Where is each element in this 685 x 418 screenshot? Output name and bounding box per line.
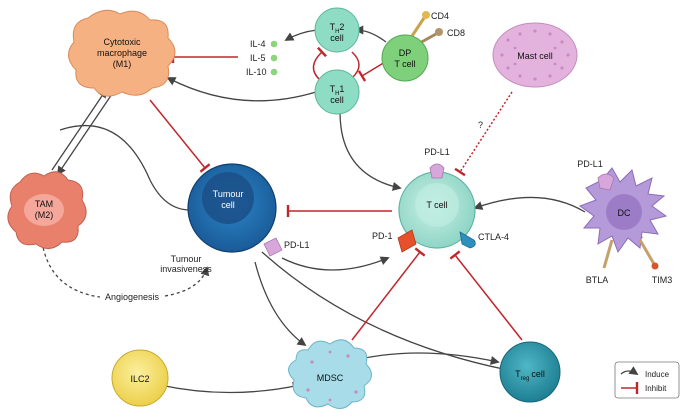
- arrow-mdsc-to-treg: [354, 352, 500, 365]
- ctla4-receptor: [459, 231, 476, 249]
- mast-cell: Mast cell: [492, 22, 578, 88]
- mdsc-cell: MDSC: [288, 339, 372, 409]
- arrow-dc-to-tcell: [473, 196, 586, 213]
- induce-arrows: [41, 25, 586, 394]
- legend-induce-label: Induce: [645, 370, 670, 379]
- angiogenesis-label: Angiogenesis: [105, 292, 160, 302]
- tim3-receptor: [638, 239, 656, 265]
- arrow-ilc2-to-mdsc: [159, 382, 302, 394]
- macrophage-label-2: macrophage: [97, 48, 147, 58]
- svg-text:TH1: TH1: [330, 84, 345, 97]
- th2-h: H: [335, 29, 339, 35]
- question-mark: ?: [478, 120, 483, 130]
- arrow-tumour-to-treg: [261, 251, 510, 374]
- il4-label: IL-4: [250, 39, 266, 49]
- dp-label-1: DP: [399, 48, 412, 58]
- il4-dot: [270, 40, 278, 48]
- tumour-pdl1-label: PD-L1: [284, 240, 310, 250]
- th2-cell: TH2 cell: [314, 7, 360, 53]
- dp-label-2: T cell: [394, 59, 415, 69]
- macrophage-label-1: Cytotoxic: [103, 37, 141, 47]
- tam-label-1: TAM: [35, 199, 53, 209]
- inhibit-th2-th1-right: [347, 51, 360, 84]
- legend-induce-symbol: [620, 366, 639, 376]
- arrow-tam-to-macrophage-a: [51, 88, 108, 171]
- invasiveness-label-1: Tumour: [171, 254, 202, 264]
- arrow-tumour-to-pd1: [281, 256, 390, 271]
- th1-h: H: [335, 91, 339, 97]
- tam-label-2: (M2): [35, 210, 54, 220]
- inhibit-th1-th2-left: [312, 46, 327, 81]
- arrow-dp-to-th2: [354, 25, 387, 43]
- arrow-angiogenesis-to-invasiveness: [164, 266, 210, 297]
- th1-1: 1: [339, 84, 344, 94]
- arrow-th1-to-tcell: [339, 111, 402, 191]
- arrow-macrophage-to-tam-b: [56, 93, 113, 176]
- t-cell: T cell: [397, 163, 476, 253]
- arrow-th2-to-cytokines: [284, 29, 318, 41]
- cytokine-list: IL-4 IL-5 IL-10: [246, 39, 278, 77]
- il10-label: IL-10: [246, 67, 267, 77]
- arrow-tam-to-angiogenesis: [41, 241, 101, 298]
- tam-cell: TAM (M2): [7, 171, 87, 249]
- btla-receptor: [602, 239, 614, 269]
- invasiveness-label-2: invasiveness: [160, 264, 212, 274]
- svg-text:TH2: TH2: [330, 22, 345, 35]
- cytotoxic-macrophage: Cytotoxic macrophage (M1): [68, 9, 176, 97]
- il5-label: IL-5: [250, 53, 266, 63]
- inhibit-mdsc-tcell: [351, 247, 426, 341]
- th1-cell-word: cell: [330, 95, 344, 105]
- legend: Induce Inhibit: [614, 361, 680, 399]
- dc-cell: DC: [578, 167, 668, 270]
- cd4-label: CD4: [431, 11, 449, 21]
- dc-label: DC: [618, 208, 631, 218]
- tcell-label: T cell: [426, 200, 447, 210]
- arrow-tumour-to-mdsc: [254, 261, 307, 347]
- pd1-receptor: [397, 229, 417, 253]
- arrow-th1-to-macrophage: [166, 77, 317, 102]
- treg-sub: reg: [521, 376, 530, 382]
- pd1-label: PD-1: [372, 231, 393, 241]
- th2-cell-word: cell: [330, 33, 344, 43]
- tumour-label-1: Tumour: [213, 189, 244, 199]
- ilc2-cell: ILC2: [111, 349, 169, 407]
- th2-2: 2: [339, 22, 344, 32]
- macrophage-label-3: (M1): [113, 59, 132, 69]
- cd8-label: CD8: [447, 28, 465, 38]
- dp-t-cell: DP T cell: [381, 11, 443, 82]
- treg-t: T: [515, 369, 521, 379]
- th2-t: T: [330, 22, 336, 32]
- inhibit-macrophage-tumour: [149, 99, 211, 173]
- tcell-pdl1-receptor: [429, 163, 445, 179]
- il10-dot: [270, 68, 278, 76]
- btla-label: BTLA: [586, 275, 609, 285]
- il5-dot: [270, 54, 278, 62]
- mdsc-label: MDSC: [317, 373, 344, 383]
- mast-label: Mast cell: [517, 51, 553, 61]
- tumour-cell: Tumour cell: [187, 163, 283, 257]
- th1-t: T: [330, 84, 336, 94]
- tcell-pdl1-label: PD-L1: [424, 147, 450, 157]
- dc-pdl1-receptor: [597, 173, 615, 191]
- inhibit-treg-tcell: [449, 250, 523, 341]
- tumour-pdl1-receptor: [263, 237, 283, 257]
- inhibit-mast-tcell: [454, 91, 513, 177]
- legend-inhibit-label: Inhibit: [645, 384, 667, 393]
- ilc2-label: ILC2: [130, 374, 149, 384]
- dc-pdl1-label: PD-L1: [577, 159, 603, 169]
- inhibit-dp-th1: [357, 61, 386, 82]
- treg-cell-word: cell: [531, 369, 545, 379]
- arrow-curve-to-tumour: [59, 124, 191, 211]
- ctla4-label: CTLA-4: [478, 232, 509, 242]
- th1-cell: TH1 cell: [314, 69, 360, 115]
- tim3-label: TIM3: [652, 275, 673, 285]
- tumour-label-2: cell: [221, 200, 235, 210]
